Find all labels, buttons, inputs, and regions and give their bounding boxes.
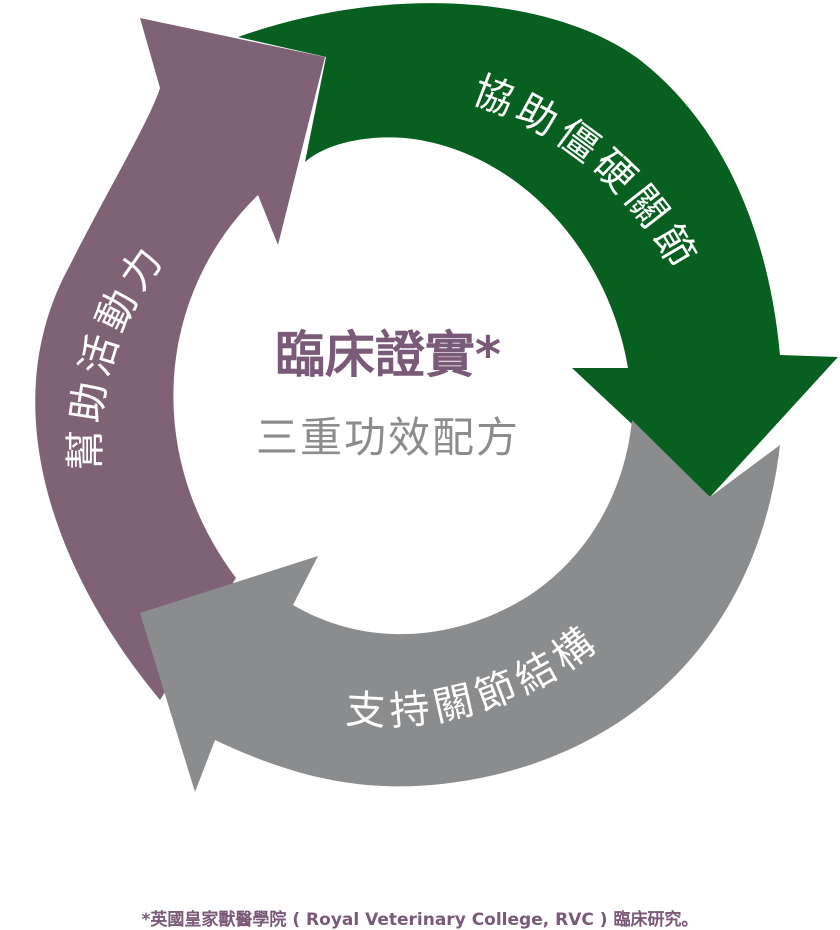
- center-title: 臨床證實*: [275, 326, 501, 384]
- purple-cycle-arrow: [35, 18, 325, 700]
- gray-cycle-arrow: [140, 420, 780, 792]
- green-cycle-arrow: [238, 3, 838, 497]
- center-subtitle: 三重功效配方: [256, 413, 520, 462]
- footnote: *英國皇家獸醫學院 ( Royal Veterinary College, RV…: [141, 910, 699, 930]
